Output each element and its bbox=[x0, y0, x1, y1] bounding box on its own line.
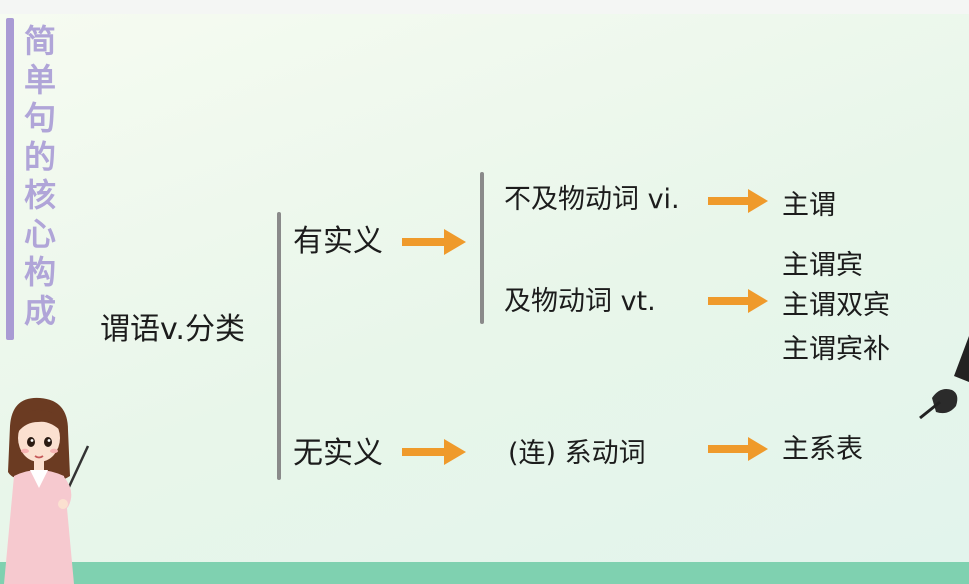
pointer-hand-illustration bbox=[919, 336, 969, 420]
pattern-svp: 主系表 bbox=[782, 434, 863, 465]
verb-type-linking: (连) 系动词 bbox=[508, 438, 646, 469]
footer-strip bbox=[0, 562, 969, 584]
arrow-icon bbox=[708, 289, 768, 313]
pattern-svoc: 主谓宾补 bbox=[782, 334, 890, 365]
branch-meaningless: 无实义 bbox=[293, 436, 383, 471]
arrow-icon bbox=[708, 437, 768, 461]
vertical-title: 简单句的核心构成 bbox=[23, 22, 56, 330]
branch-meaningful: 有实义 bbox=[293, 224, 383, 259]
meaningful-bracket-line bbox=[480, 172, 484, 324]
title-accent-bar bbox=[6, 18, 14, 340]
verb-type-intransitive: 不及物动词 vi. bbox=[504, 184, 680, 215]
arrow-icon bbox=[402, 439, 466, 465]
pattern-svoo: 主谓双宾 bbox=[782, 290, 890, 321]
verb-type-transitive: 及物动词 vt. bbox=[504, 286, 656, 317]
teacher-illustration bbox=[4, 397, 90, 584]
top-strip bbox=[0, 0, 969, 14]
pattern-sv: 主谓 bbox=[782, 190, 836, 221]
arrow-icon bbox=[708, 189, 768, 213]
pattern-svo: 主谓宾 bbox=[782, 250, 863, 281]
arrow-icon bbox=[402, 229, 466, 255]
root-node: 谓语v.分类 bbox=[100, 312, 245, 347]
root-bracket-line bbox=[277, 212, 281, 480]
slide-background bbox=[0, 14, 969, 562]
